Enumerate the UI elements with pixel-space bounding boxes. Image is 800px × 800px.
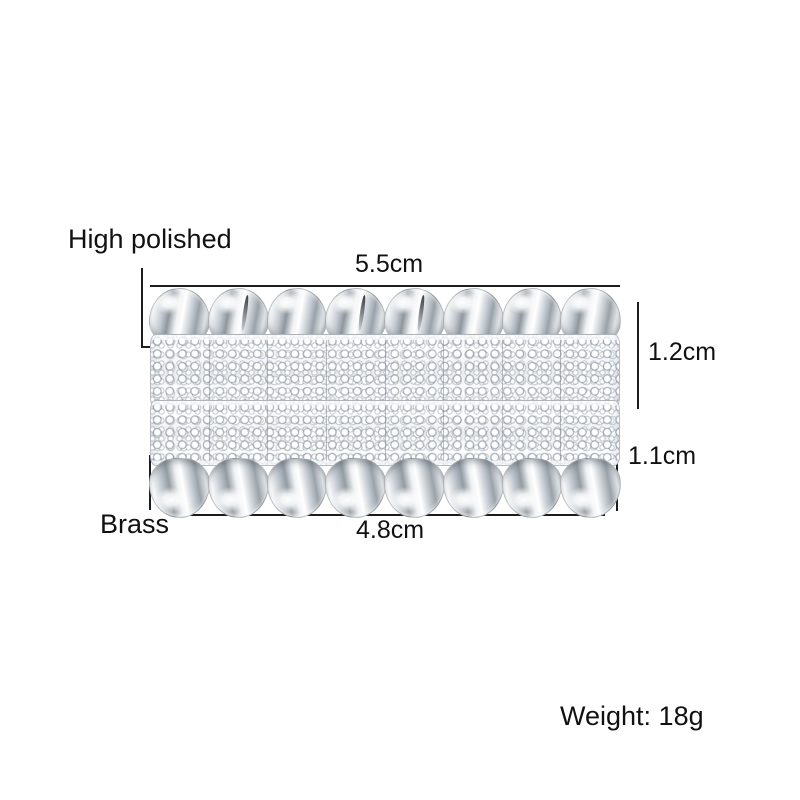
dimension-label-height-bottom: 1.1cm <box>628 442 697 470</box>
polished-dome-icon <box>207 458 269 518</box>
grillz-illustration <box>149 288 621 518</box>
pave-diamond-band-bottom <box>150 400 620 466</box>
highlight-streak <box>416 294 426 331</box>
polished-dome-icon <box>560 458 621 518</box>
polished-dome-icon <box>325 458 386 518</box>
grillz-top-piece <box>149 288 621 408</box>
dimension-line-width-bottom <box>180 514 605 516</box>
bottom-piece-teeth-row <box>149 458 621 518</box>
dimension-label-width-top: 5.5cm <box>355 250 424 278</box>
dimension-label-height-top: 1.2cm <box>648 338 717 366</box>
polished-dome-icon <box>442 458 504 518</box>
tooth <box>442 458 504 518</box>
tooth-separators <box>151 401 619 465</box>
highlight-streak <box>358 294 367 331</box>
leader-line-high-polished-vertical <box>141 268 143 348</box>
pave-diamond-band-top <box>150 334 620 408</box>
dimension-line-width-top <box>150 285 620 287</box>
tooth <box>384 458 445 518</box>
highlight-streak <box>240 294 250 331</box>
tooth-separators <box>151 335 619 407</box>
label-weight: Weight: 18g <box>560 701 704 731</box>
grillz-bottom-piece <box>149 400 621 518</box>
tooth <box>149 458 210 518</box>
label-high-polished: High polished <box>68 224 232 254</box>
polished-dome-icon <box>501 458 563 518</box>
polished-dome-icon <box>149 458 210 518</box>
tooth <box>325 458 386 518</box>
polished-dome-icon <box>266 458 328 518</box>
tooth <box>207 458 269 518</box>
tooth <box>501 458 563 518</box>
dimension-line-height-top <box>637 302 639 409</box>
tooth <box>560 458 621 518</box>
label-brass: Brass <box>100 509 170 539</box>
tooth <box>266 458 328 518</box>
polished-dome-icon <box>384 458 445 518</box>
dimension-label-width-bottom: 4.8cm <box>356 516 425 544</box>
